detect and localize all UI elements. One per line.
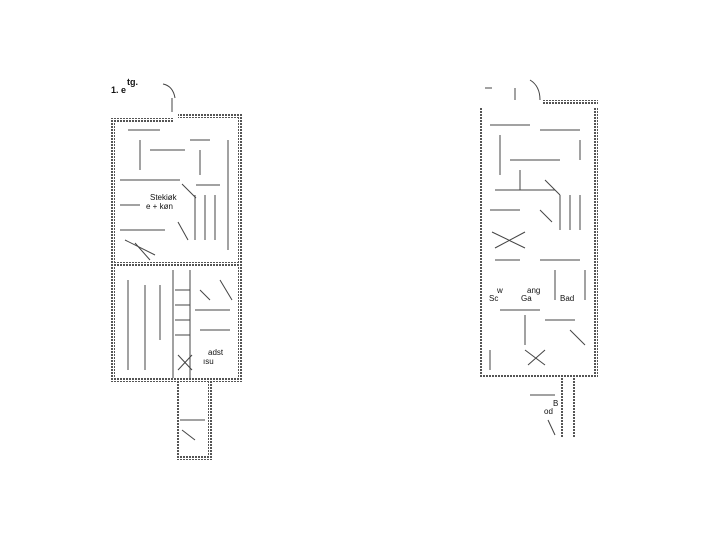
left-outer-walls: [111, 114, 242, 460]
left-interior-lines: [120, 129, 233, 441]
right-room-label-2b: w: [497, 286, 503, 295]
right-room-label-4b: od: [544, 407, 553, 416]
floor-label-part-b: tg.: [127, 77, 138, 87]
floor-label-part-a: 1. e: [111, 85, 127, 95]
right-room-label-3a: Ga: [521, 294, 532, 303]
left-room-label-1a: Stekiøk: [150, 193, 177, 202]
right-floor-plan: [479, 79, 598, 438]
left-room-label-2b: ısu: [203, 357, 214, 366]
right-room-label-2a: Sc: [489, 294, 499, 303]
left-room-label-2a: adst: [208, 348, 224, 357]
right-room-label-3b: ang: [527, 286, 541, 295]
left-room-label-1b: e + køn: [146, 202, 173, 211]
right-outer-walls: [479, 100, 598, 438]
right-room-label-4a: B: [553, 399, 559, 408]
right-interior-lines: [489, 124, 586, 436]
right-room-label-bad: Bad: [560, 294, 575, 303]
left-floor-plan: [111, 83, 242, 460]
